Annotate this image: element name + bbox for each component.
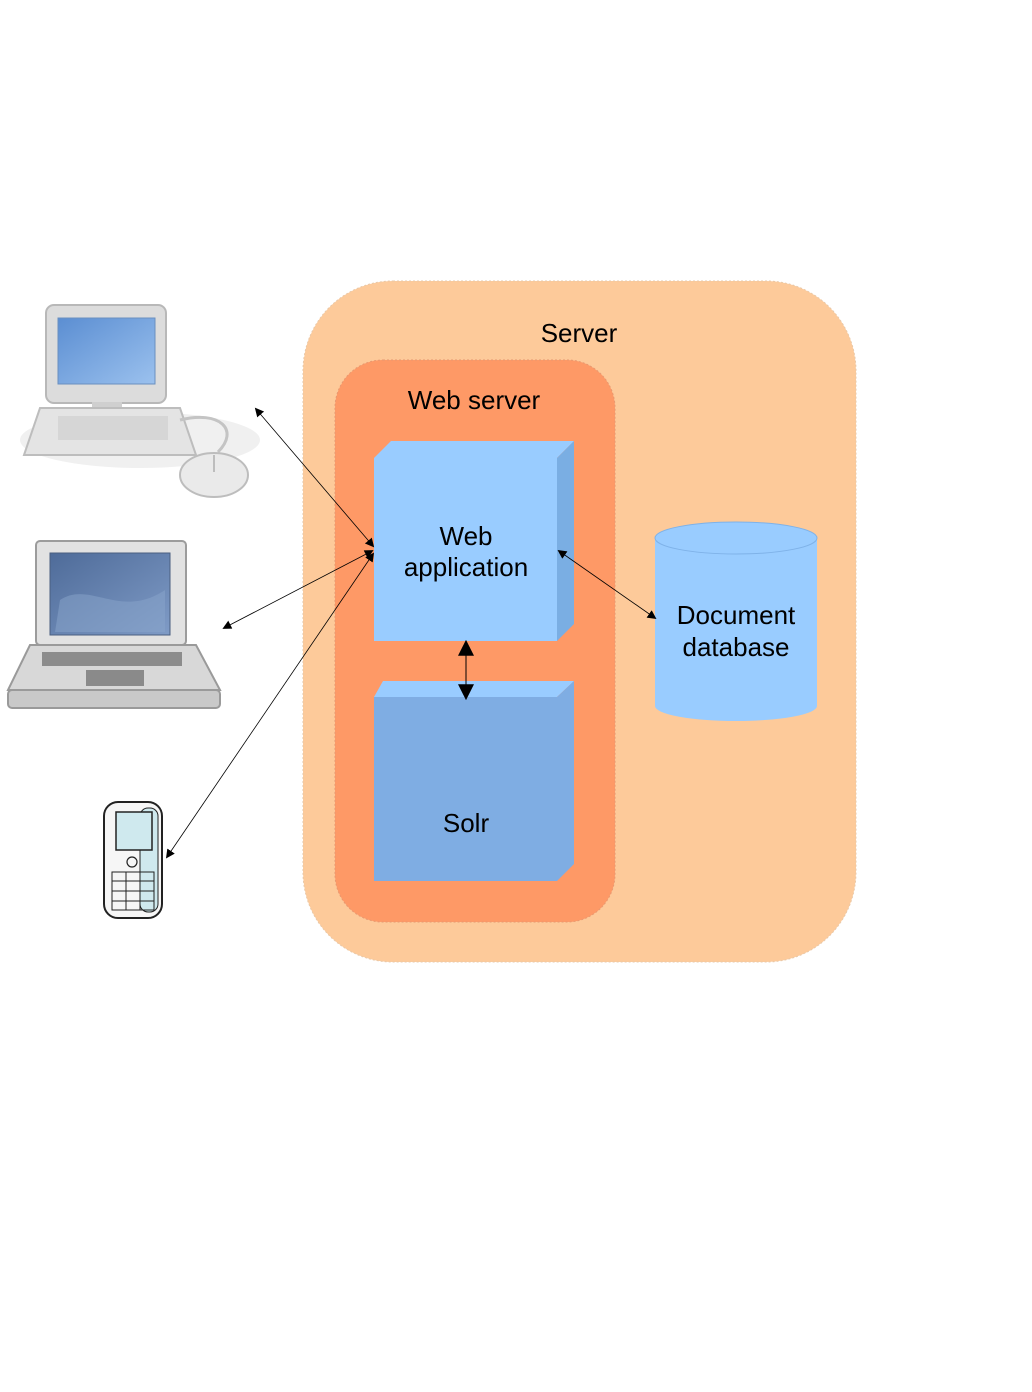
desktop-computer-icon	[20, 305, 260, 497]
server-label: Server	[541, 318, 618, 348]
solr-box: Solr	[374, 681, 574, 881]
solr-side	[557, 681, 574, 881]
web-application-top	[374, 441, 574, 458]
web-server-label: Web server	[408, 385, 541, 415]
mobile-phone-icon	[104, 802, 162, 918]
laptop-icon	[8, 541, 220, 708]
document-database-cylinder: Document database	[655, 522, 817, 721]
web-application-label-line2: application	[404, 552, 528, 582]
web-application-side	[557, 441, 574, 641]
document-database-label-line2: database	[683, 632, 790, 662]
database-top	[655, 522, 817, 554]
web-application-label-line1: Web	[440, 521, 493, 551]
web-application-box: Web application	[374, 441, 574, 641]
solr-front	[374, 697, 557, 881]
solr-top	[374, 681, 574, 697]
document-database-label-line1: Document	[677, 600, 796, 630]
solr-label: Solr	[443, 808, 490, 838]
